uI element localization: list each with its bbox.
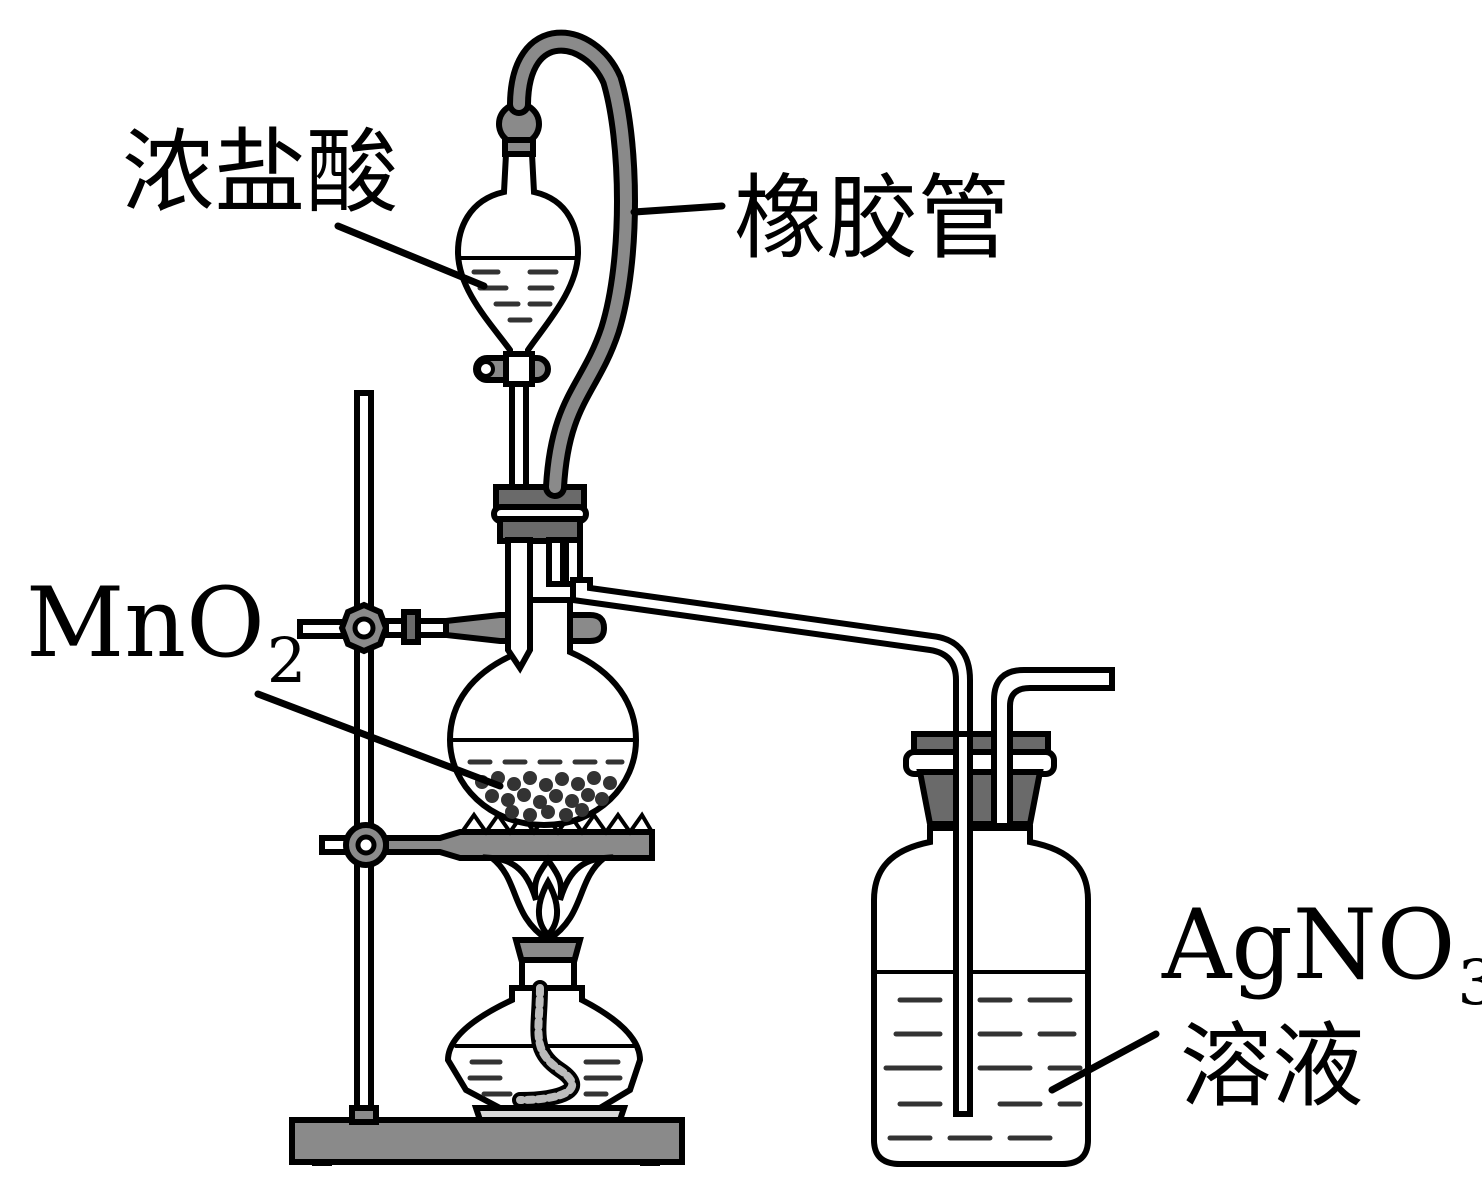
round-bottom-flask bbox=[446, 597, 640, 829]
separatory-funnel bbox=[454, 101, 582, 387]
leader-lines bbox=[254, 202, 1160, 1094]
stand-rod bbox=[349, 390, 379, 1125]
alcohol-lamp bbox=[444, 854, 644, 1123]
wash-bottle bbox=[871, 667, 1115, 1167]
stand-base bbox=[289, 1117, 685, 1166]
rubber-tube bbox=[507, 29, 638, 499]
label-agno3-main: AgNO bbox=[1161, 889, 1455, 1001]
flask-stopper bbox=[491, 484, 589, 544]
label-mno2-sub: 2 bbox=[267, 624, 306, 697]
label-agno3-sub: 3 bbox=[1457, 946, 1482, 1019]
label-agno3: AgNO3 bbox=[1161, 889, 1482, 1019]
mno2-particles bbox=[475, 771, 617, 822]
label-mno2: MnO2 bbox=[26, 567, 306, 697]
label-mno2-main: MnO bbox=[26, 567, 265, 679]
label-rubber-tube: 橡胶管 bbox=[734, 165, 1010, 272]
label-solution: 溶液 bbox=[1180, 1013, 1364, 1120]
label-hcl: 浓盐酸 bbox=[122, 119, 398, 226]
ring-clamp bbox=[319, 811, 655, 868]
funnel-stem bbox=[505, 377, 533, 674]
